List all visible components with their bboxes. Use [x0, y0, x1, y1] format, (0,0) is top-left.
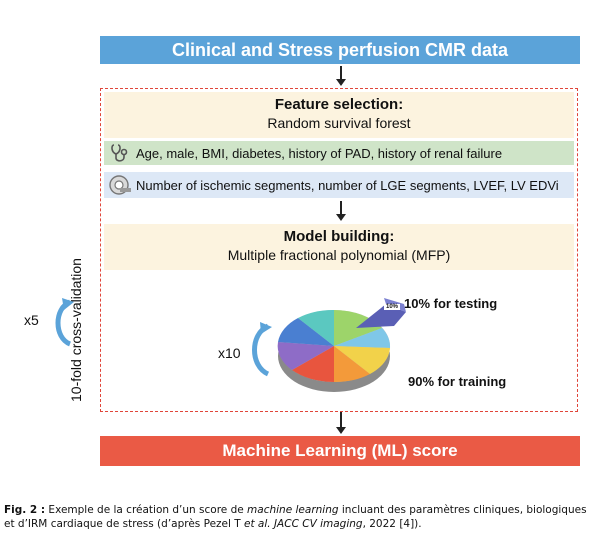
arrow-to-ml-score	[336, 412, 346, 434]
feature-selection-method: Random survival forest	[267, 115, 411, 131]
caption-figure-label: Fig. 2 :	[4, 504, 46, 516]
imaging-features-row: Number of ischemic segments, number of L…	[104, 172, 574, 198]
model-building-method: Multiple fractional polynomial (MFP)	[227, 247, 451, 263]
training-split-label: 90% for training	[408, 374, 507, 389]
arrow-to-feature-selection	[336, 66, 346, 86]
caption-text-2: incluant des paramètres cliniques, biolo…	[4, 504, 587, 530]
mri-scanner-icon	[109, 175, 131, 195]
data-split-pie-icon	[277, 298, 406, 392]
arrow-to-model-building	[336, 201, 346, 221]
caption-text-3: , 2022 [4]).	[362, 518, 422, 530]
model-building-panel: Model building: Multiple fractional poly…	[104, 224, 574, 270]
clinical-features-row: Age, male, BMI, diabetes, history of PAD…	[104, 141, 574, 165]
caption-text-1: Exemple de la création d’un score de	[45, 504, 248, 516]
inner-cycle-arrow-icon	[252, 322, 272, 377]
testing-split-label: 10% for testing	[404, 296, 498, 311]
figure-caption: Fig. 2 : Exemple de la création d’un sco…	[4, 503, 598, 531]
data-source-banner: Clinical and Stress perfusion CMR data	[100, 36, 580, 64]
caption-italic-2: et al. JACC CV imaging	[244, 518, 363, 530]
caption-italic-1: machine learning	[247, 504, 339, 516]
model-building-title: Model building:	[283, 228, 395, 245]
feature-selection-panel: Feature selection: Random survival fores…	[104, 92, 574, 138]
inner-repeat-count: x10	[218, 345, 241, 361]
ml-score-banner: Machine Learning (ML) score	[100, 436, 580, 466]
stethoscope-icon	[111, 144, 128, 162]
outer-cycle-arrow-icon	[55, 298, 74, 347]
clinical-features-text: Age, male, BMI, diabetes, history of PAD…	[136, 145, 503, 161]
feature-selection-title: Feature selection:	[274, 96, 404, 113]
outer-repeat-count: x5	[24, 312, 39, 328]
testing-slice-tag: 10%	[384, 304, 401, 310]
imaging-features-text: Number of ischemic segments, number of L…	[136, 177, 559, 193]
cross-validation-box	[100, 88, 578, 412]
figure: Clinical and Stress perfusion CMR data F…	[24, 36, 580, 466]
